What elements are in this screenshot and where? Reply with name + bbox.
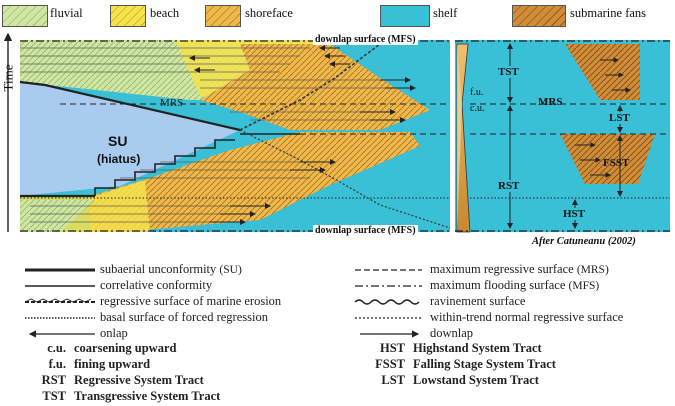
hst-label: HST — [563, 208, 586, 220]
fsst-label: FSST — [603, 157, 630, 169]
swatch-beach — [110, 5, 146, 27]
fan-upper — [565, 44, 640, 100]
su-hiatus — [20, 82, 240, 196]
left-panel — [19, 40, 451, 232]
swatch-submarine-fans — [512, 5, 566, 27]
legend-shelf: shelf — [433, 6, 458, 20]
credit-label: After Catuneanu (2002) — [532, 236, 636, 247]
legend-shoreface: shoreface — [245, 6, 293, 20]
shoreface-upper — [200, 44, 430, 130]
downlap-bottom-label: downlap surface (MFS) — [313, 225, 418, 236]
lst-label: LST — [609, 112, 630, 124]
legend-submarine-fans: submarine fans — [570, 6, 647, 20]
swatch-fluvial — [2, 5, 48, 27]
abbr-cu: c.u.coarsening upward — [47, 341, 177, 355]
line-legend-symbols — [24, 268, 422, 338]
legend-fluvial: fluvial — [50, 6, 83, 20]
legend-beach: beach — [150, 6, 180, 20]
su-sub-label: (hiatus) — [97, 152, 141, 166]
fluvial-lower — [20, 200, 95, 232]
rst-label: RST — [498, 180, 520, 192]
tst-label: TST — [498, 66, 519, 78]
cu-label: c.u. — [470, 103, 485, 114]
swatch-shoreface — [205, 5, 241, 27]
fu-label: f.u. — [470, 87, 484, 98]
mrs-left-label: MRS — [160, 97, 184, 109]
fan-fsst — [560, 134, 655, 184]
su-label: SU — [108, 133, 128, 149]
right-panel — [455, 40, 670, 233]
shoreface-lower — [90, 132, 420, 232]
mrs-right-label: MRS — [538, 96, 563, 108]
downlap-top-label: downlap surface (MFS) — [313, 34, 418, 45]
abbr-fu: f.u.fining upward — [48, 357, 151, 371]
time-axis-label: Time — [0, 64, 16, 92]
swatch-shelf — [380, 5, 430, 27]
